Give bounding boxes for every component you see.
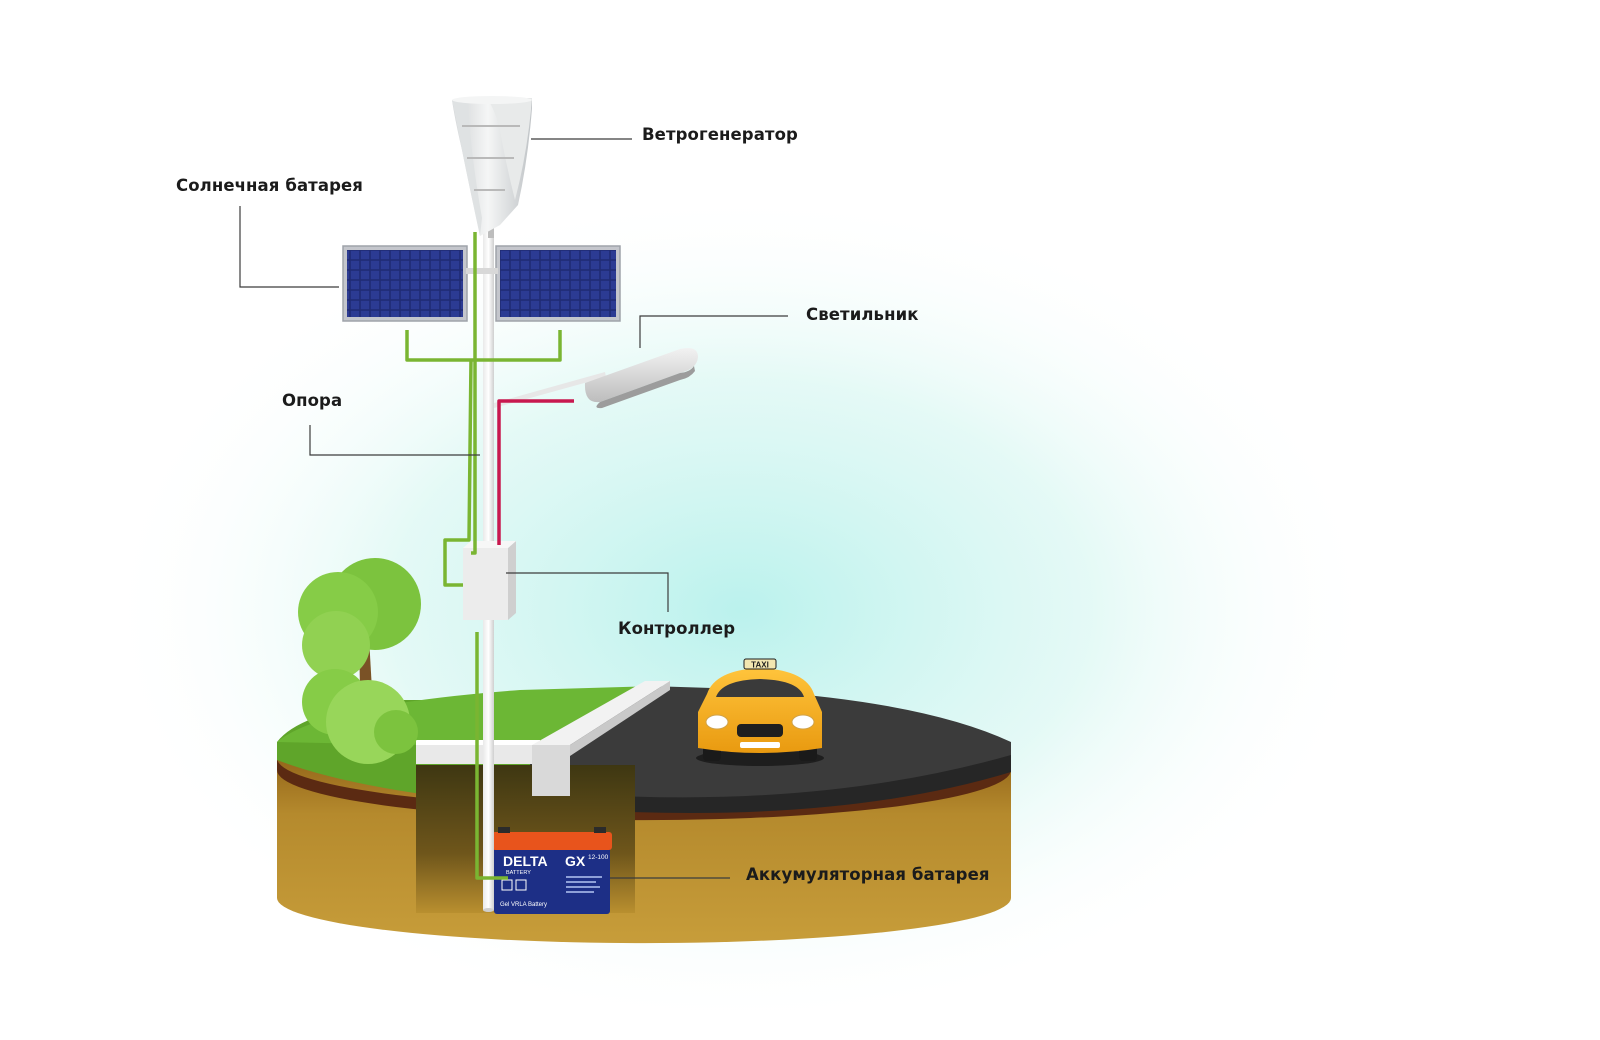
lamp-wiring [497,399,574,545]
lamp-arm [494,372,606,408]
leader-pole [309,425,480,456]
battery-brand: DELTA [503,853,548,869]
battery-model: GX [565,853,586,869]
panel-mount [466,268,498,274]
label-solar-panel: Солнечная батарея [176,176,363,195]
battery-brand-sub: BATTERY [506,870,531,876]
label-pole: Опора [282,391,343,410]
controller-box [463,541,516,620]
label-controller: Контроллер [618,619,736,638]
battery: DELTA BATTERY GX 12-100 Gel VRLA Battery [492,827,612,914]
taxi-sign: TAXI [751,661,769,670]
asphalt-edge [530,755,1011,814]
solar-panel-left [342,245,468,322]
battery-model-number: 12-100 [588,854,609,861]
leader-solar [239,206,339,288]
street-lamp-head [584,348,698,409]
leader-controller [506,572,669,612]
leader-lines [239,138,788,879]
label-wind-generator: Ветрогенератор [642,125,798,144]
solar-wind-wiring [405,232,562,880]
battery-spec-lines [566,876,602,893]
tree [298,558,421,764]
taxi-car: TAXI [696,658,824,766]
leader-lamp [639,315,788,348]
wind-generator [452,96,532,238]
label-lamp: Светильник [806,305,919,324]
battery-footer: Gel VRLA Battery [500,902,547,908]
label-battery: Аккумуляторная батарея [746,865,990,884]
curb [532,681,670,745]
solar-panel-right [495,245,621,322]
